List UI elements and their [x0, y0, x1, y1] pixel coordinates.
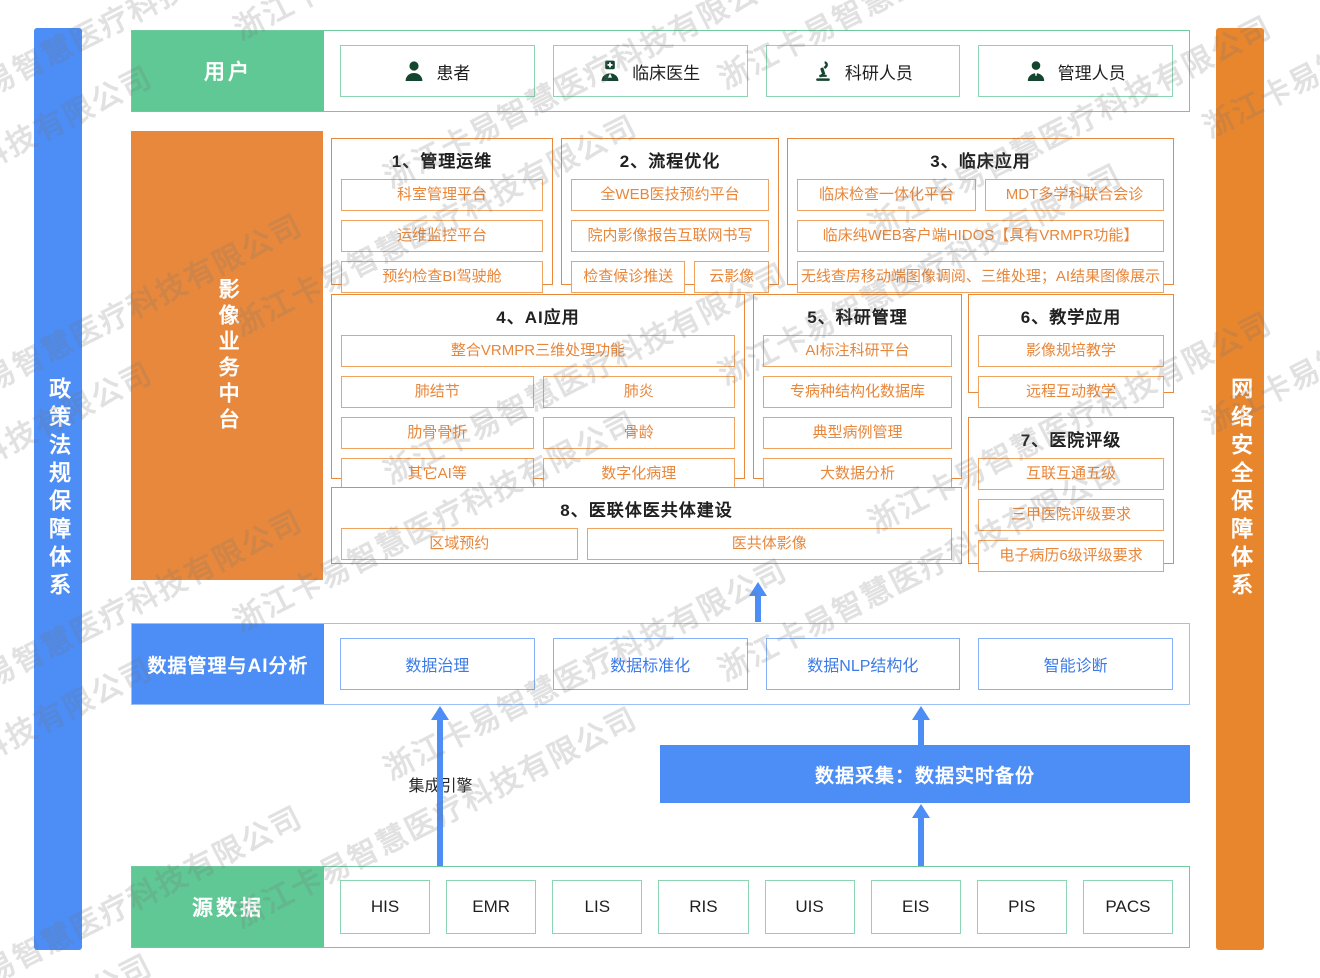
doctor-icon — [600, 60, 620, 82]
group-cell[interactable]: MDT多学科联合会诊 — [985, 179, 1164, 211]
group-cell[interactable]: 预约检查BI驾驶舱 — [341, 261, 543, 293]
arrow-data-to-platform — [748, 582, 768, 622]
source-chip-his[interactable]: HIS — [340, 880, 431, 934]
manager-icon — [1026, 60, 1046, 82]
right-security-bar-label: 网络安全保障体系 — [1228, 377, 1254, 601]
arrow-shaft — [437, 716, 443, 866]
group-cell[interactable]: 互联互通五级 — [978, 458, 1164, 490]
data-management-label: 数据管理与AI分析 — [132, 624, 324, 704]
source-chip-eis[interactable]: EIS — [870, 880, 961, 934]
data-collection-box[interactable]: 数据采集：数据实时备份 — [660, 745, 1190, 803]
user-chip-patient[interactable]: 患者 — [340, 45, 535, 97]
user-chip-researcher[interactable]: 科研人员 — [765, 45, 961, 97]
user-chip-list: 患者 临床医生 科研人员 管理人员 — [324, 31, 1189, 111]
arrow-head — [431, 706, 449, 720]
arrow-head — [912, 706, 930, 720]
group-cell[interactable]: 医共体影像 — [586, 528, 952, 560]
data-chip-nlp[interactable]: 数据NLP结构化 — [765, 638, 961, 690]
user-icon — [404, 60, 424, 82]
group-box-4: 4、AI应用 整合VRMPR三维处理功能 肺结节 肺炎 肋骨骨折 骨龄 其它AI… — [331, 294, 745, 490]
group-cell[interactable]: 整合VRMPR三维处理功能 — [341, 335, 735, 367]
source-chip-list: HIS EMR LIS RIS UIS EIS PIS PACS — [324, 867, 1189, 947]
left-policy-bar: 政策法规保障体系 — [34, 28, 82, 950]
data-chip-standardization[interactable]: 数据标准化 — [552, 638, 748, 690]
arrow-shaft — [918, 716, 924, 746]
group-title: 8、医联体医共体建设 — [560, 501, 733, 520]
group-cell[interactable]: 数字化病理 — [542, 458, 735, 490]
platform-label: 影像业务中台 — [131, 131, 323, 580]
group-title: 5、科研管理 — [807, 308, 908, 327]
group-cell[interactable]: 无线查房移动端图像调阅、三维处理；AI结果图像展示 — [797, 261, 1164, 293]
user-chip-label: 临床医生 — [632, 63, 701, 83]
source-chip-pis[interactable]: PIS — [976, 880, 1067, 934]
group-cell[interactable]: 骨龄 — [542, 417, 735, 449]
platform-label-text: 影像业务中台 — [216, 277, 240, 434]
group-box-6: 6、教学应用 影像规培教学 远程互动教学 — [968, 294, 1174, 408]
arrow-head — [912, 804, 930, 818]
platform-row: 影像业务中台 1、管理运维 科室管理平台 运维监控平台 预约检查BI驾驶舱 2、… — [131, 131, 1190, 580]
group-cell[interactable]: 肋骨骨折 — [341, 417, 534, 449]
group-cell[interactable]: 肺结节 — [341, 376, 534, 408]
group-title: 6、教学应用 — [1020, 308, 1122, 327]
group-cell[interactable]: 运维监控平台 — [341, 220, 543, 252]
group-cell[interactable]: AI标注科研平台 — [763, 335, 952, 367]
platform-groups: 1、管理运维 科室管理平台 运维监控平台 预约检查BI驾驶舱 2、流程优化 全W… — [323, 131, 1190, 580]
arrow-integration-engine — [430, 706, 450, 866]
group-cell[interactable]: 大数据分析 — [763, 458, 952, 490]
arrow-shaft — [918, 814, 924, 866]
group-cell[interactable]: 检查候诊推送 — [571, 261, 686, 293]
group-cell[interactable]: 影像规培教学 — [978, 335, 1164, 367]
group-box-5: 5、科研管理 AI标注科研平台 专病种结构化数据库 典型病例管理 大数据分析 — [753, 294, 962, 490]
arrow-shaft — [755, 592, 761, 622]
source-data-row: 源数据 HIS EMR LIS RIS UIS EIS PIS PACS — [131, 866, 1190, 948]
data-chip-list: 数据治理 数据标准化 数据NLP结构化 智能诊断 — [324, 624, 1189, 704]
source-chip-lis[interactable]: LIS — [552, 880, 643, 934]
group-title: 3、临床应用 — [930, 152, 1031, 171]
data-chip-intelligent-diagnosis[interactable]: 智能诊断 — [978, 638, 1173, 690]
group-cell[interactable]: 区域预约 — [341, 528, 578, 560]
group-title: 4、AI应用 — [496, 308, 580, 327]
left-policy-bar-label: 政策法规保障体系 — [46, 377, 72, 601]
group-title: 7、医院评级 — [1020, 431, 1122, 450]
microscope-icon — [813, 60, 833, 82]
group-box-1: 1、管理运维 科室管理平台 运维监控平台 预约检查BI驾驶舱 — [331, 138, 553, 293]
group-box-7: 7、医院评级 互联互通五级 三甲医院评级要求 电子病历6级评级要求 — [968, 417, 1174, 572]
source-chip-emr[interactable]: EMR — [446, 880, 537, 934]
source-chip-pacs[interactable]: PACS — [1082, 880, 1173, 934]
group-cell[interactable]: 临床检查一体化平台 — [797, 179, 976, 211]
group-cell[interactable]: 肺炎 — [542, 376, 735, 408]
group-cell[interactable]: 临床纯WEB客户端HIDOS【具有VRMPR功能】 — [797, 220, 1164, 252]
group-box-3: 3、临床应用 临床检查一体化平台 MDT多学科联合会诊 临床纯WEB客户端HID… — [787, 138, 1174, 293]
right-security-bar: 网络安全保障体系 — [1216, 28, 1264, 950]
group-cell[interactable]: 其它AI等 — [341, 458, 534, 490]
user-chip-label: 管理人员 — [1057, 63, 1126, 83]
arrow-head — [749, 582, 767, 596]
group-cell[interactable]: 云影像 — [694, 261, 769, 293]
group-cell[interactable]: 典型病例管理 — [763, 417, 952, 449]
group-cell[interactable]: 专病种结构化数据库 — [763, 376, 952, 408]
user-chip-clinician[interactable]: 临床医生 — [552, 45, 748, 97]
data-management-row: 数据管理与AI分析 数据治理 数据标准化 数据NLP结构化 智能诊断 — [131, 623, 1190, 705]
source-chip-uis[interactable]: UIS — [764, 880, 855, 934]
user-chip-label: 科研人员 — [844, 63, 913, 83]
group-cell[interactable]: 科室管理平台 — [341, 179, 543, 211]
source-data-label: 源数据 — [132, 867, 324, 947]
arrow-source-to-collect — [911, 804, 931, 866]
user-chip-label: 患者 — [436, 63, 471, 83]
group-cell[interactable]: 三甲医院评级要求 — [978, 499, 1164, 531]
data-chip-governance[interactable]: 数据治理 — [340, 638, 535, 690]
user-chip-administrator[interactable]: 管理人员 — [978, 45, 1173, 97]
group-box-2: 2、流程优化 全WEB医技预约平台 院内影像报告互联网书写 检查候诊推送 云影像 — [561, 138, 779, 293]
source-chip-ris[interactable]: RIS — [658, 880, 749, 934]
group-cell[interactable]: 院内影像报告互联网书写 — [571, 220, 769, 252]
user-row: 用户 患者 临床医生 科研人员 — [131, 30, 1190, 112]
user-row-label: 用户 — [132, 31, 324, 111]
group-title: 2、流程优化 — [619, 152, 721, 171]
group-title: 1、管理运维 — [391, 152, 493, 171]
group-box-8: 8、医联体医共体建设 区域预约 医共体影像 — [331, 487, 962, 564]
group-cell[interactable]: 电子病历6级评级要求 — [978, 540, 1164, 572]
group-cell[interactable]: 全WEB医技预约平台 — [571, 179, 769, 211]
group-cell[interactable]: 远程互动教学 — [978, 376, 1164, 408]
arrow-collect-to-data — [911, 706, 931, 746]
